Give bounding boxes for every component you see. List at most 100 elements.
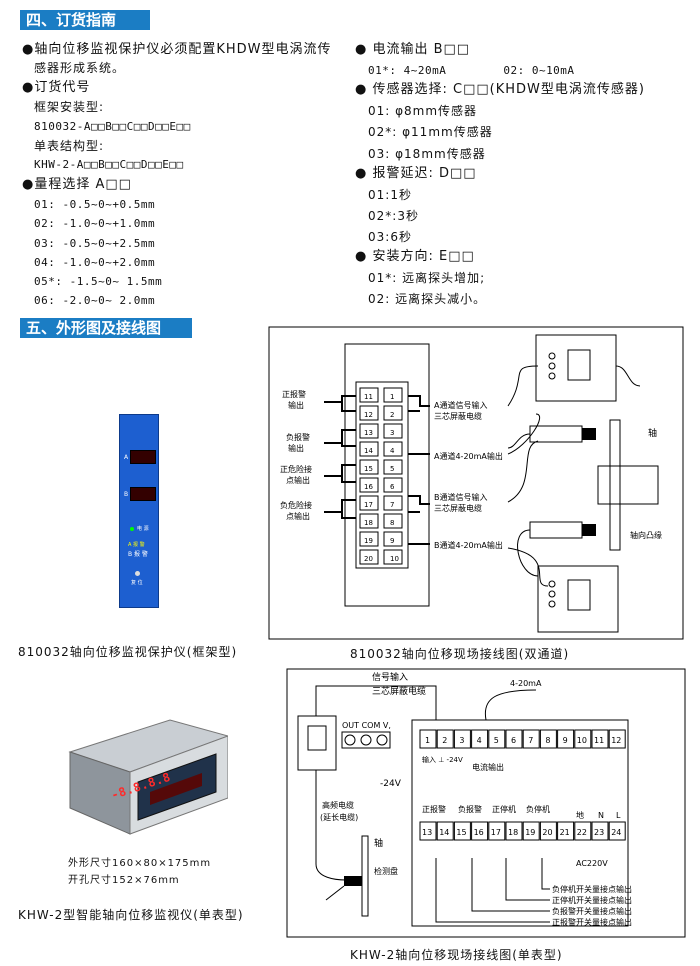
top-terminal-label: 4 bbox=[477, 736, 482, 745]
bottom-terminal-label: 20 bbox=[542, 828, 552, 837]
output-neg-alarm: 负报警开关量接点输出 bbox=[552, 906, 632, 916]
bottom-terminal-label: 21 bbox=[560, 828, 570, 837]
power-led bbox=[130, 527, 134, 531]
frame-terminal-left bbox=[359, 477, 379, 493]
reset-label: 复 位 bbox=[131, 580, 143, 586]
output-neg-stop: 负停机开关量接点输出 bbox=[552, 884, 632, 894]
top-terminal bbox=[419, 729, 437, 749]
bottom-terminal bbox=[591, 821, 609, 841]
alarm-b-label: B 报 警 bbox=[128, 551, 148, 558]
section5-header: 五、外形图及接线图 bbox=[20, 318, 192, 338]
top-terminal bbox=[539, 729, 557, 749]
channel-b-label: B bbox=[124, 491, 129, 498]
frame-device-caption: 810032轴向位移监视保护仪(框架型) bbox=[18, 645, 238, 659]
bottom-terminal bbox=[574, 821, 592, 841]
top-terminal-label: 8 bbox=[545, 736, 550, 745]
frame-terminal-left-label: 14 bbox=[364, 447, 373, 455]
frame-terminal-right bbox=[383, 441, 403, 457]
bottom-terminal-label: 15 bbox=[456, 828, 466, 837]
text-line: ● 安装方向: E□□ bbox=[355, 249, 475, 264]
collar-label: 轴向凸缘 bbox=[630, 530, 662, 540]
group-label-pos-stop: 正停机 bbox=[492, 804, 516, 814]
single-device-caption: KHW-2型智能轴向位移监视仪(单表型) bbox=[18, 908, 244, 922]
bottom-terminal bbox=[471, 821, 489, 841]
text-line: 05*: -1.5~0~ 1.5mm bbox=[34, 275, 163, 288]
top-terminal bbox=[591, 729, 609, 749]
text-line: 03: φ18mm传感器 bbox=[368, 147, 486, 161]
single-wiring-caption: KHW-2轴向位移现场接线图(单表型) bbox=[350, 948, 563, 962]
text-line: 810032-A□□B□□C□□D□□E□□ bbox=[34, 120, 191, 133]
top-terminal-label: 9 bbox=[563, 736, 568, 745]
bottom-terminal-label: 24 bbox=[611, 828, 621, 837]
pos-alarm-label2: 输出 bbox=[288, 400, 304, 410]
text-line: 01*: 4~20mA 02: 0~10mA bbox=[368, 64, 575, 77]
frame-terminal-left bbox=[359, 513, 379, 529]
frame-terminal-right bbox=[383, 513, 403, 529]
frame-terminal-right-label: 1 bbox=[390, 393, 394, 401]
a-out-label: A通道4-20mA输出 bbox=[434, 451, 503, 461]
group-label-neg-stop: 负停机 bbox=[526, 804, 550, 814]
bottom-terminal bbox=[539, 821, 557, 841]
top-terminal-label: 2 bbox=[442, 736, 447, 745]
hf-cable-label1: 高频电缆 bbox=[322, 800, 354, 810]
bottom-terminal bbox=[488, 821, 506, 841]
bottom-terminal bbox=[436, 821, 454, 841]
frame-terminal-right-label: 10 bbox=[390, 555, 399, 563]
shaft-label: 轴 bbox=[648, 427, 657, 439]
text-line: 01: -0.5~0~+0.5mm bbox=[34, 198, 156, 211]
hf-cable-label2: (延长电缆) bbox=[320, 812, 358, 822]
bottom-terminal-label: 16 bbox=[474, 828, 484, 837]
neg-interlock-label2: 点输出 bbox=[286, 511, 310, 521]
top-terminal bbox=[608, 729, 626, 749]
single-meter-device bbox=[68, 719, 228, 835]
neg-alarm-label2: 输出 bbox=[288, 443, 304, 453]
frame-terminal-right-label: 3 bbox=[390, 429, 394, 437]
frame-terminal-right bbox=[383, 423, 403, 439]
text-line: 03:6秒 bbox=[368, 230, 412, 244]
frame-terminal-right bbox=[383, 549, 403, 565]
frame-terminal-right-label: 9 bbox=[390, 537, 394, 545]
out-com-v-label: OUT COM V, bbox=[342, 721, 391, 730]
text-line: 04: -1.0~0~+2.0mm bbox=[34, 256, 156, 269]
frame-terminal-left bbox=[359, 387, 379, 403]
a-signal-label: A通道信号输入 bbox=[434, 400, 487, 410]
top-terminal-label: 6 bbox=[511, 736, 516, 745]
current-out-label: 电流输出 bbox=[472, 762, 504, 772]
top-terminal bbox=[522, 729, 540, 749]
reset-button bbox=[135, 571, 140, 576]
frame-terminal-right-label: 2 bbox=[390, 411, 394, 419]
top-terminal-label: 1 bbox=[425, 736, 430, 745]
dims-outline: 外形尺寸160×80×175mm bbox=[68, 858, 212, 869]
b-out-label: B通道4-20mA输出 bbox=[434, 540, 503, 550]
group-label-earth: 地 bbox=[576, 810, 584, 820]
bottom-terminal bbox=[608, 821, 626, 841]
text-line: 02*:3秒 bbox=[368, 209, 419, 223]
frame-terminal-right-label: 8 bbox=[390, 519, 394, 527]
bottom-terminal-label: 23 bbox=[594, 828, 604, 837]
frame-terminal-right bbox=[383, 459, 403, 475]
text-line: 02*: φ11mm传感器 bbox=[368, 125, 493, 139]
frame-terminal-left-label: 11 bbox=[364, 393, 373, 401]
frame-wiring-caption: 810032轴向位移现场接线图(双通道) bbox=[350, 647, 570, 661]
frame-terminal-right bbox=[383, 387, 403, 403]
minus24-label: -24V bbox=[380, 779, 402, 789]
group-label-neg-alarm: 负报警 bbox=[458, 804, 482, 814]
text-line: KHW-2-A□□B□□C□□D□□E□□ bbox=[34, 158, 184, 171]
group-label-l: L bbox=[616, 811, 621, 820]
frame-terminal-right-label: 4 bbox=[390, 447, 395, 455]
group-label-n: N bbox=[598, 811, 604, 820]
pos-interlock-label2: 点输出 bbox=[286, 475, 310, 485]
pos-alarm-label: 正报警 bbox=[282, 389, 306, 399]
top-terminal bbox=[436, 729, 454, 749]
text-line: 01*: 远离探头增加; bbox=[368, 271, 486, 285]
frame-terminal-right bbox=[383, 495, 403, 511]
text-line: ● 报警延迟: D□□ bbox=[355, 166, 477, 181]
bottom-terminal-label: 18 bbox=[508, 828, 518, 837]
top-terminal-label: 3 bbox=[459, 736, 464, 745]
frame-terminal-right bbox=[383, 531, 403, 547]
top-terminal-label: 12 bbox=[611, 736, 621, 745]
frame-terminal-right-label: 5 bbox=[390, 465, 394, 473]
frame-terminal-right-label: 6 bbox=[390, 483, 395, 491]
bottom-terminal-label: 17 bbox=[491, 828, 501, 837]
